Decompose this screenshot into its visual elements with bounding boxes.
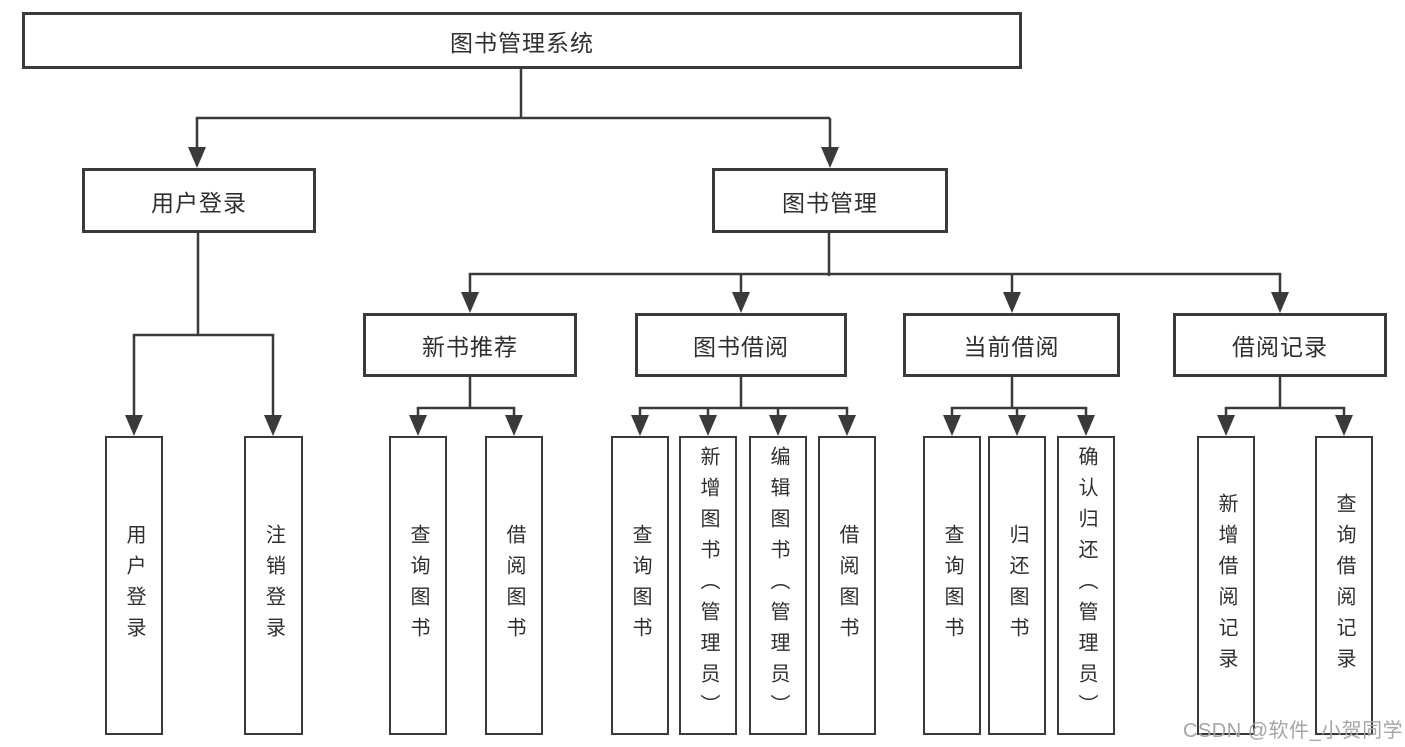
branch-user-login [125,233,282,436]
arrowhead-icon [125,415,143,436]
arrowhead-icon [732,292,750,313]
node-label: 当前借阅 [963,334,1060,360]
leaf-add-books-admin: 新增图书（管理员） [679,436,737,735]
arrowhead-icon [821,147,839,168]
arrowhead-icon [769,415,787,436]
leaf-edit-books-admin: 编辑图书（管理员） [749,436,807,735]
node-book-management-group: 图书管理 [712,168,948,233]
node-label: 图书管理 [782,189,878,216]
branch-borrowing-records [1217,377,1353,436]
node-label: 借阅图书 [836,523,858,648]
leaf-confirm-return-admin: 确认归还（管理员） [1057,436,1115,735]
arrowhead-icon [1335,415,1353,436]
arrowhead-icon [505,415,523,436]
node-label: 确认归还（管理员） [1075,446,1097,725]
arrowhead-icon [838,415,856,436]
node-label: 用户登录 [151,189,247,216]
branch-book-management [461,233,1289,313]
node-label: 图书借阅 [693,334,789,360]
node-label: 用户登录 [123,523,145,648]
node-user-login-group: 用户登录 [82,168,316,233]
arrowhead-icon [1003,292,1021,313]
node-label: 查询图书 [941,523,963,648]
arrowhead-icon [264,415,282,436]
node-label: 查询图书 [629,523,651,648]
branch-new-book-recommend [409,377,523,436]
node-label: 查询借阅记录 [1333,492,1355,679]
node-label: 借阅图书 [503,523,525,648]
branch-root-to-level2 [188,68,839,168]
node-label: 查询图书 [407,523,429,648]
arrowhead-icon [943,415,961,436]
arrowhead-icon [1271,292,1289,313]
arrowhead-icon [188,147,206,168]
branch-current-borrowing [943,377,1095,436]
leaf-borrow-books-recommend: 借阅图书 [485,436,543,735]
node-label: 新增图书（管理员） [697,446,719,725]
arrowhead-icon [699,415,717,436]
node-new-book-recommend: 新书推荐 [363,313,577,377]
leaf-search-books-current: 查询图书 [923,436,981,735]
node-label: 编辑图书（管理员） [767,446,789,725]
leaf-return-books: 归还图书 [988,436,1046,735]
node-label: 注销登录 [262,523,285,648]
leaf-user-login: 用户登录 [105,436,163,735]
arrowhead-icon [1077,415,1095,436]
leaf-add-borrow-record: 新增借阅记录 [1197,436,1255,735]
node-book-borrowing: 图书借阅 [635,313,847,377]
arrowhead-icon [631,415,649,436]
arrowhead-icon [461,292,479,313]
arrowhead-icon [409,415,427,436]
node-label: 新增借阅记录 [1215,492,1237,679]
node-current-borrowing: 当前借阅 [903,313,1120,377]
node-library-management-system: 图书管理系统 [22,12,1022,69]
node-label: 新书推荐 [422,334,518,360]
leaf-search-books-borrowing: 查询图书 [611,436,669,735]
csdn-watermark: CSDN @软件_小贺同学 [1183,720,1404,742]
arrowhead-icon [1008,415,1026,436]
branch-book-borrowing [631,377,856,436]
leaf-search-books-recommend: 查询图书 [389,436,447,735]
arrowhead-icon [1217,415,1235,436]
node-borrowing-records: 借阅记录 [1173,313,1387,377]
leaf-borrow-books: 借阅图书 [818,436,876,735]
node-label: 图书管理系统 [450,29,594,56]
node-label: 借阅记录 [1232,334,1328,360]
node-label: 归还图书 [1006,523,1028,648]
leaf-logout: 注销登录 [244,436,303,735]
leaf-search-borrow-record: 查询借阅记录 [1315,436,1373,735]
